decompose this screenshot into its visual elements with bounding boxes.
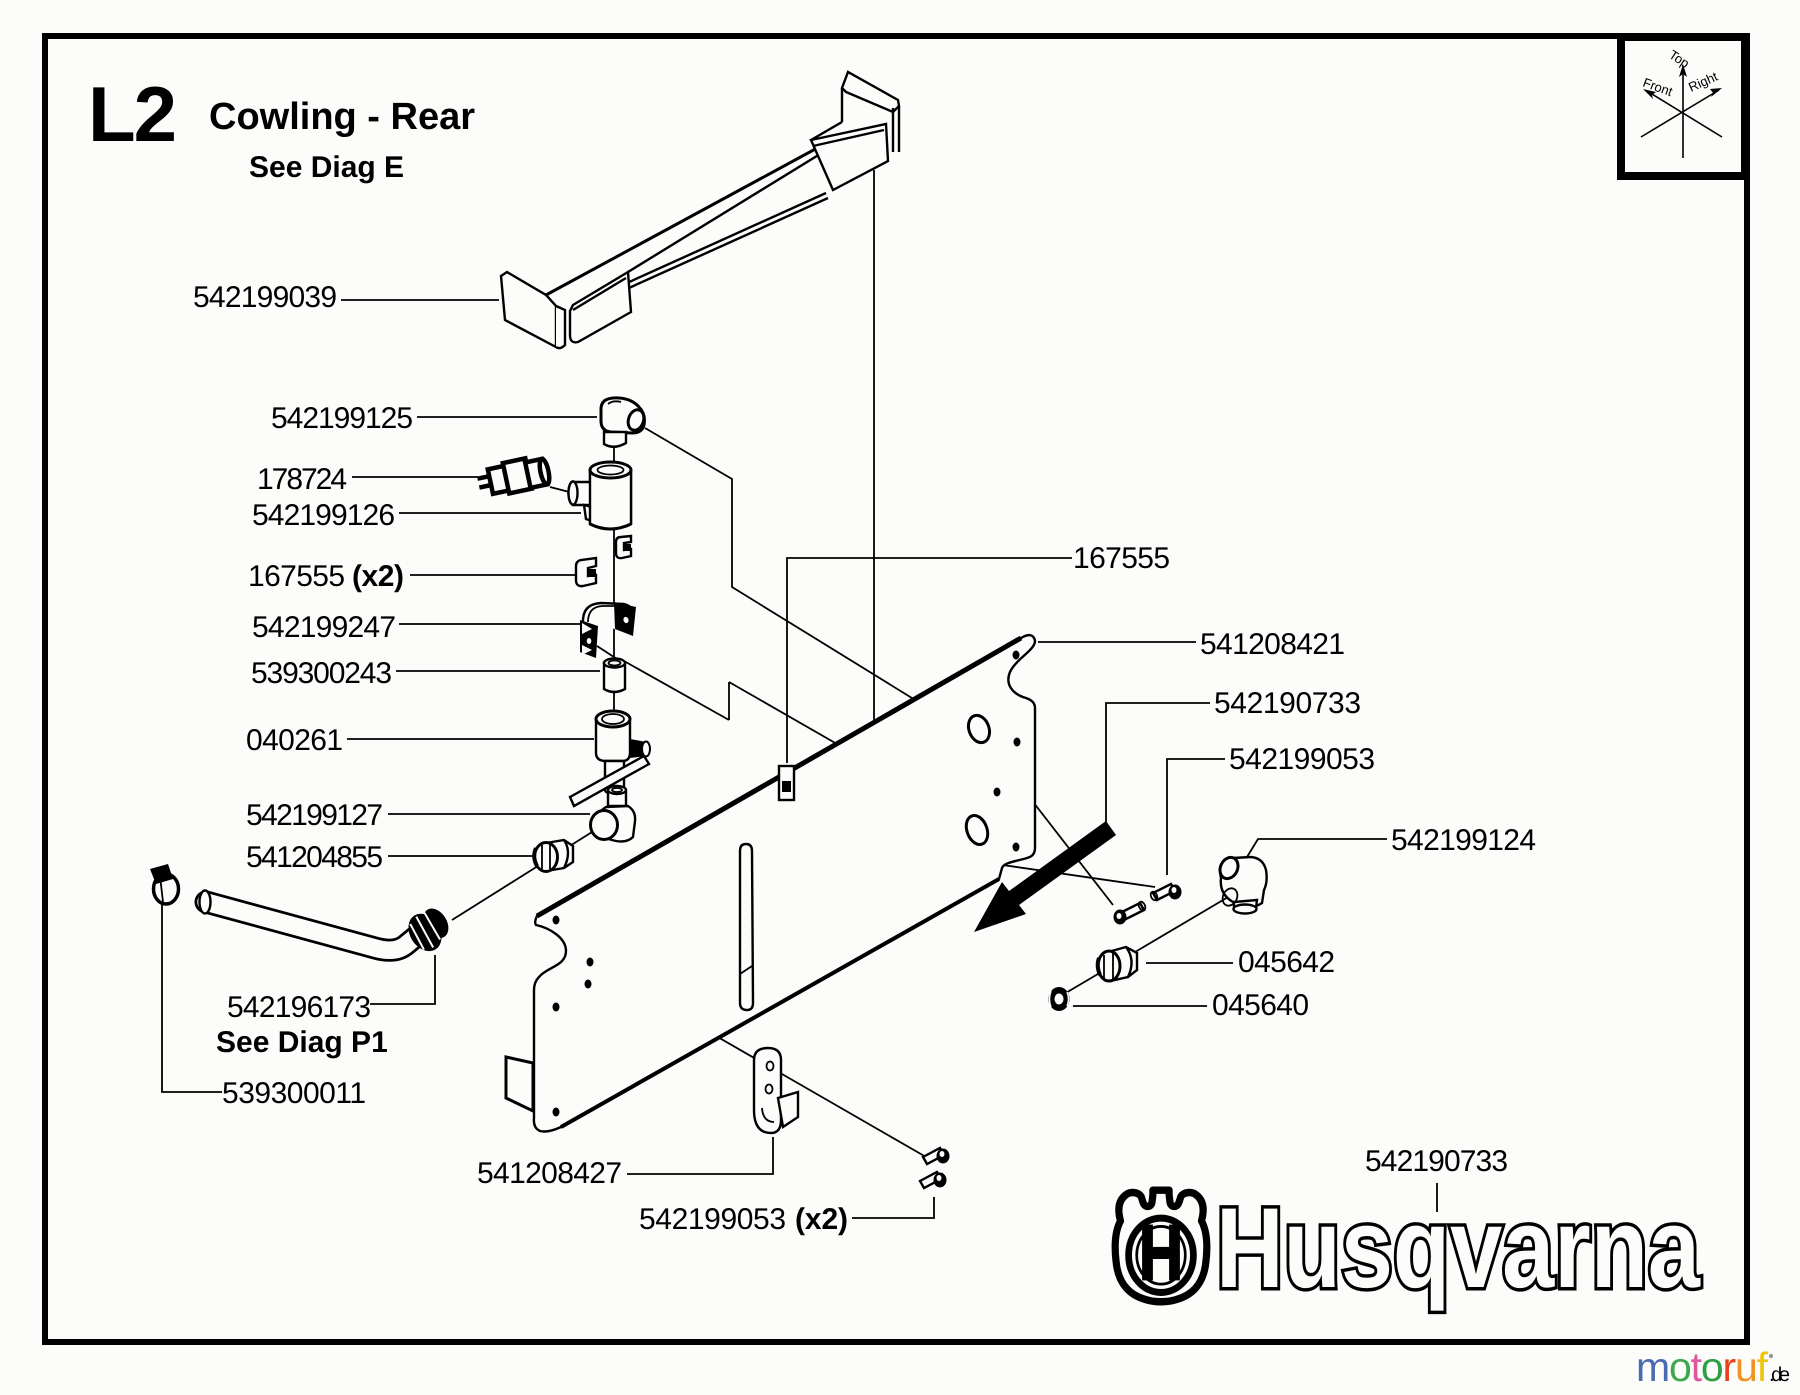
svg-text:541208421: 541208421 (1200, 628, 1345, 661)
svg-text:542199247: 542199247 (252, 611, 396, 644)
svg-text:542199053: 542199053 (639, 1203, 786, 1236)
svg-text:045640: 045640 (1212, 989, 1309, 1022)
svg-text:542196173: 542196173 (227, 991, 371, 1024)
svg-text:Husqvarna: Husqvarna (1216, 1185, 1701, 1312)
svg-text:Cowling - Rear: Cowling - Rear (209, 96, 475, 138)
svg-text:045642: 045642 (1238, 946, 1335, 979)
svg-text:167555: 167555 (1073, 542, 1170, 575)
svg-text:See Diag E: See Diag E (249, 151, 404, 184)
svg-text:542199126: 542199126 (252, 499, 395, 532)
svg-text:539300243: 539300243 (251, 657, 392, 690)
svg-text:040261: 040261 (246, 724, 343, 757)
svg-text:(x2): (x2) (795, 1203, 848, 1236)
svg-text:(x2): (x2) (352, 560, 404, 593)
svg-text:542199125: 542199125 (271, 402, 413, 435)
svg-text:542199124: 542199124 (1391, 824, 1536, 857)
svg-text:178724: 178724 (257, 463, 347, 496)
svg-text:542190733: 542190733 (1214, 687, 1361, 720)
svg-text:L2: L2 (88, 70, 175, 158)
svg-text:542199039: 542199039 (193, 281, 337, 314)
svg-text:.de: .de (1769, 1364, 1790, 1386)
svg-text:539300011: 539300011 (222, 1077, 366, 1110)
svg-text:motoruf: motoruf (1636, 1344, 1769, 1390)
svg-text:167555: 167555 (248, 560, 345, 593)
svg-text:541208427: 541208427 (477, 1157, 622, 1190)
svg-text:542199127: 542199127 (246, 799, 383, 832)
svg-text:542190733: 542190733 (1365, 1145, 1508, 1178)
svg-text:541204855: 541204855 (246, 841, 383, 874)
svg-text:See Diag P1: See Diag P1 (216, 1026, 388, 1059)
svg-text:542199053: 542199053 (1229, 743, 1375, 776)
